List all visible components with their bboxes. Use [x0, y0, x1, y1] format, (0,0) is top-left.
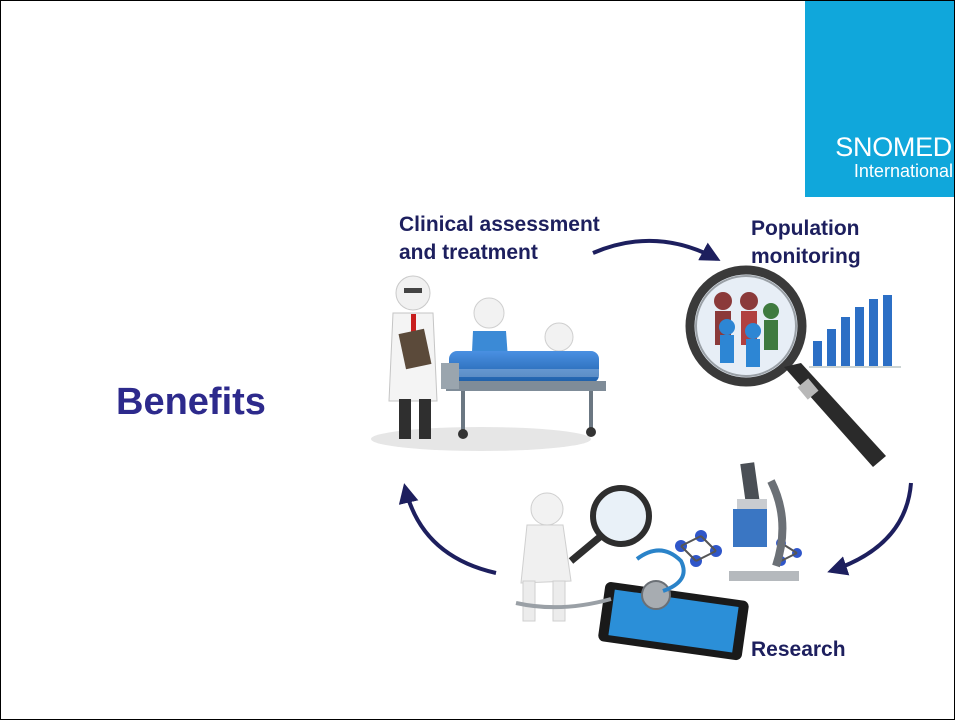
slide-title: Benefits: [116, 381, 266, 423]
arrow-clinical-to-population: [592, 238, 721, 261]
label-clinical: Clinical assessment and treatment: [399, 213, 600, 264]
logo-line2: International: [853, 161, 953, 181]
snomed-logo: SNOMED International: [805, 1, 954, 197]
doctor-nurse-patient-illustration: [371, 275, 606, 451]
arrow-research-to-clinical: [398, 483, 497, 575]
research-microscope-illustration: [515, 462, 802, 661]
arrow-population-to-research: [827, 482, 913, 576]
magnifier-people-chart-illustration: [685, 265, 901, 467]
label-research: Research: [751, 638, 846, 661]
label-population: Population monitoring: [751, 217, 861, 268]
logo-line1: SNOMED: [835, 132, 952, 162]
